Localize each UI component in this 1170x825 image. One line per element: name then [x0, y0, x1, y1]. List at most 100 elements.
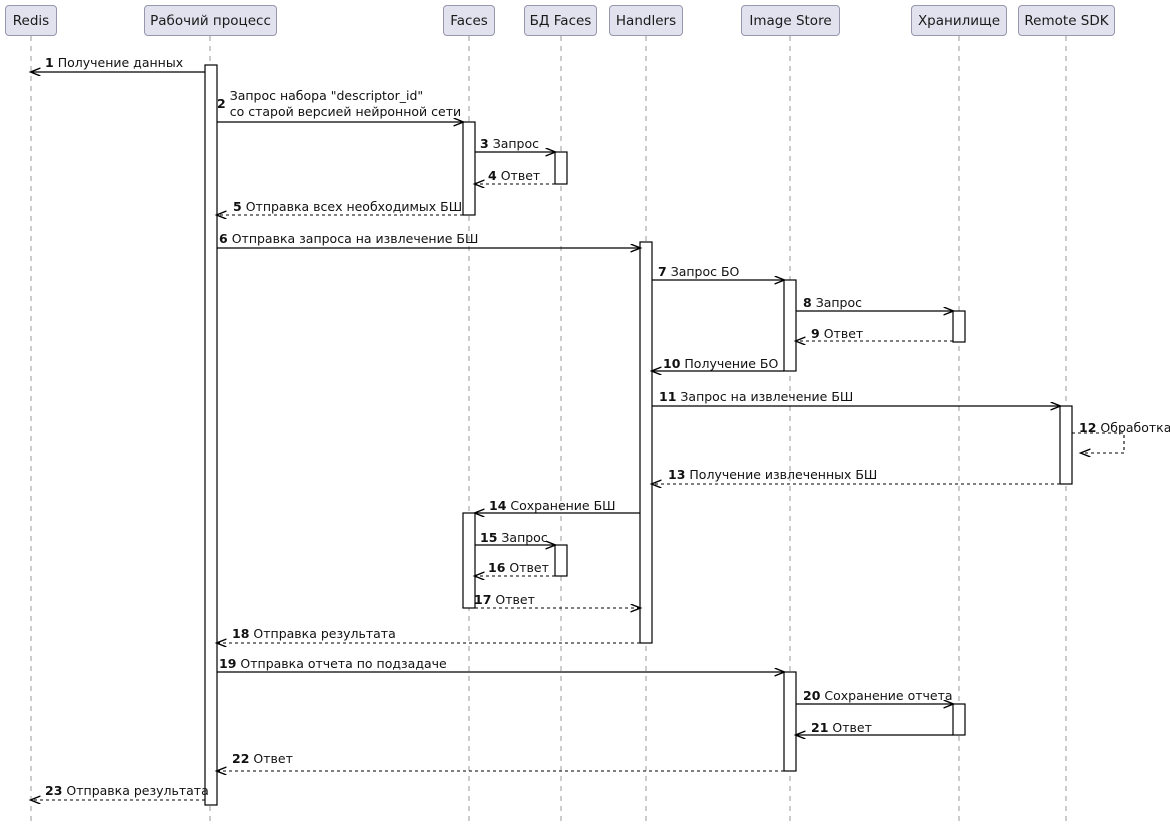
message-number: 19 — [219, 656, 237, 671]
participant-label: Рабочий процесс — [150, 12, 271, 29]
message-number: 23 — [45, 783, 63, 798]
message-number: 4 — [488, 168, 497, 183]
participant-storage[interactable]: Хранилище — [911, 5, 1007, 36]
activation-bar-imagestore — [783, 671, 797, 772]
message-text: Отправка результата — [66, 783, 209, 798]
participant-label: Redis — [12, 12, 50, 29]
participant-label: БД Faces — [529, 12, 592, 29]
message-number: 6 — [219, 231, 228, 246]
participant-label: Хранилище — [917, 12, 1001, 29]
participant-label: Image Store — [749, 12, 832, 29]
message-text: Ответ — [495, 592, 535, 607]
message-text: Запрос — [492, 136, 540, 151]
participant-faces_db[interactable]: БД Faces — [524, 5, 597, 36]
message-number: 11 — [659, 389, 677, 404]
activation-bar-handlers — [639, 241, 653, 644]
message-number: 15 — [480, 530, 498, 545]
participant-label: Faces — [450, 12, 488, 29]
message-arrow-12 — [1072, 432, 1125, 453]
message-arrows-group — [31, 72, 1125, 800]
message-text: Отправка отчета по подзадаче — [240, 656, 447, 671]
message-text: Отправка результата — [253, 626, 396, 641]
participant-redis[interactable]: Redis — [5, 5, 57, 36]
message-number: 22 — [232, 751, 250, 766]
participant-label: Handlers — [615, 12, 677, 29]
message-text: Получение извлеченных БШ — [689, 467, 878, 482]
message-number: 14 — [489, 498, 507, 513]
activation-bar-faces_db — [554, 544, 568, 577]
message-number: 1 — [45, 55, 54, 70]
message-text: Получение данных — [57, 55, 184, 70]
activation-bar-faces — [462, 512, 476, 609]
message-number: 21 — [811, 720, 829, 735]
activation-bar-storage — [952, 703, 966, 736]
message-number: 5 — [233, 199, 242, 214]
message-text: Обработка — [1100, 420, 1170, 435]
message-text: Ответ — [832, 720, 872, 735]
message-text: Отправка всех необходимых БШ — [245, 199, 463, 214]
message-number: 17 — [474, 592, 492, 607]
message-text: Запрос на извлечение БШ — [680, 389, 854, 404]
message-text: Отправка запроса на извлечение БШ — [231, 231, 479, 246]
message-text: Ответ — [500, 168, 541, 183]
message-number: 20 — [803, 688, 821, 703]
participant-remotesdk[interactable]: Remote SDK — [1018, 5, 1115, 36]
activation-bar-faces — [462, 121, 476, 216]
message-label-2: 2Запрос набора "descriptor_id" со старой… — [217, 88, 461, 120]
message-number: 2 — [217, 96, 226, 111]
message-number: 12 — [1079, 420, 1097, 435]
message-text: Запрос набора "descriptor_id" со старой … — [229, 88, 462, 119]
activation-bar-worker — [204, 64, 218, 806]
participant-faces[interactable]: Faces — [443, 5, 495, 36]
message-number: 7 — [658, 264, 667, 279]
message-number: 9 — [811, 326, 820, 341]
activation-bar-remotesdk — [1059, 405, 1073, 485]
message-number: 16 — [488, 560, 506, 575]
message-text: Ответ — [823, 326, 864, 341]
message-text: Ответ — [509, 560, 549, 575]
message-number: 18 — [232, 626, 250, 641]
participant-label: Remote SDK — [1024, 12, 1109, 29]
message-text: Ответ — [253, 751, 293, 766]
message-text: Получение БО — [684, 356, 779, 371]
message-number: 3 — [480, 136, 489, 151]
message-text: Запрос — [815, 295, 863, 310]
message-number: 10 — [663, 356, 681, 371]
participant-worker[interactable]: Рабочий процесс — [144, 5, 277, 36]
message-text: Запрос — [501, 530, 548, 545]
participant-handlers[interactable]: Handlers — [609, 5, 683, 36]
activations-group — [204, 64, 1073, 806]
participant-imagestore[interactable]: Image Store — [741, 5, 840, 36]
message-number: 13 — [668, 467, 686, 482]
message-text: Сохранение БШ — [510, 498, 616, 513]
activation-bar-storage — [952, 310, 966, 343]
activation-bar-imagestore — [783, 279, 797, 372]
message-text: Сохранение отчета — [824, 688, 953, 703]
message-number: 8 — [803, 295, 812, 310]
activation-bar-faces_db — [554, 151, 568, 185]
